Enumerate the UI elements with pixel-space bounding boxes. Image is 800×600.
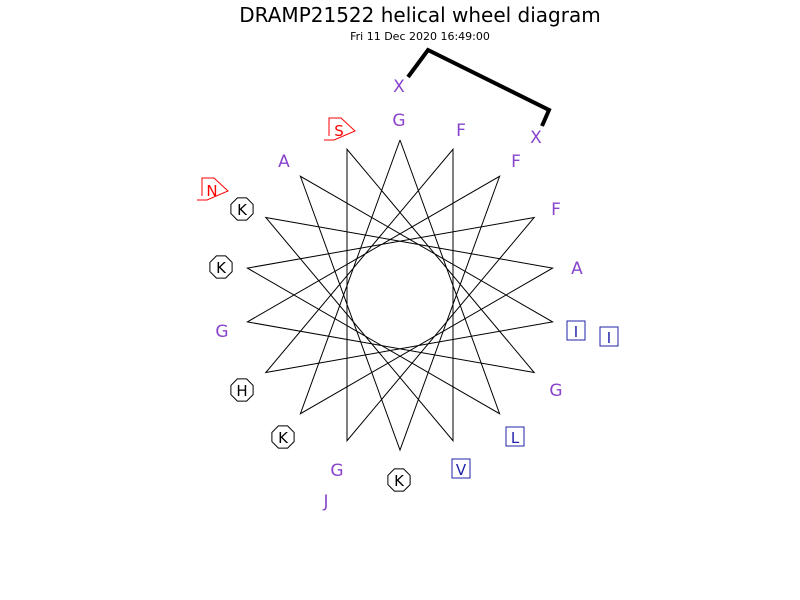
diagram-title: DRAMP21522 helical wheel diagram	[239, 3, 600, 27]
residue-octagon-shape	[387, 468, 411, 492]
terminal-bracket	[406, 47, 552, 127]
residue-label: K	[278, 429, 289, 447]
residue-pentagon-shape	[324, 117, 356, 141]
residue-20: N	[197, 177, 229, 201]
residue-11: V	[451, 458, 471, 479]
residue-label: N	[206, 182, 217, 200]
residue-7: I	[566, 320, 586, 341]
residue-pentagon-shape	[197, 177, 229, 201]
residue-4: F	[511, 152, 521, 172]
residue-label: F	[551, 200, 561, 220]
residue-label: A	[571, 259, 583, 279]
residue-2: F	[456, 121, 466, 141]
residue-label: S	[334, 122, 344, 140]
residue-box-shape	[451, 458, 471, 479]
wheel-star-path	[245, 139, 555, 452]
residue-5: F	[551, 200, 561, 220]
residue-box-shape	[599, 326, 619, 347]
residue-label: G	[330, 461, 343, 481]
residue-13: G	[330, 461, 343, 481]
residue-0: X	[393, 77, 405, 97]
residue-15: K	[271, 425, 295, 449]
residue-octagon-shape	[209, 255, 233, 279]
residue-14: J	[322, 492, 328, 512]
residue-label: K	[237, 201, 248, 219]
residue-label: I	[574, 323, 578, 341]
residue-label: K	[216, 259, 227, 277]
residue-label: X	[530, 128, 542, 148]
residue-16: H	[230, 378, 254, 402]
residue-1: G	[392, 111, 405, 131]
residue-21: A	[278, 152, 290, 172]
diagram-timestamp: Fri 11 Dec 2020 16:49:00	[350, 30, 490, 43]
wheel-connection-lines	[245, 139, 555, 452]
residue-label: G	[549, 381, 562, 401]
residue-octagon-shape	[271, 425, 295, 449]
residue-label: L	[511, 429, 520, 447]
residue-10: L	[505, 426, 525, 447]
residue-box-shape	[505, 426, 525, 447]
residue-label: V	[456, 461, 467, 479]
residue-label: I	[607, 329, 611, 347]
residue-17: G	[215, 322, 228, 342]
residue-12: K	[387, 468, 411, 492]
residue-label: G	[392, 111, 405, 131]
residue-8: I	[599, 326, 619, 347]
residue-18: K	[209, 255, 233, 279]
x-bracket-line	[406, 47, 552, 127]
residue-label: F	[511, 152, 521, 172]
residue-label: X	[393, 77, 405, 97]
residue-9: G	[549, 381, 562, 401]
residue-octagon-shape	[230, 197, 254, 221]
residue-box-shape	[566, 320, 586, 341]
residue-label: J	[322, 492, 328, 512]
residue-octagon-shape	[230, 378, 254, 402]
residue-label: K	[394, 472, 405, 490]
residue-3: X	[530, 128, 542, 148]
residue-19: K	[230, 197, 254, 221]
residue-label: A	[278, 152, 290, 172]
residue-label: G	[215, 322, 228, 342]
residue-label: F	[456, 121, 466, 141]
residue-label: H	[236, 382, 247, 400]
residue-6: A	[571, 259, 583, 279]
residue-22: S	[324, 117, 356, 141]
